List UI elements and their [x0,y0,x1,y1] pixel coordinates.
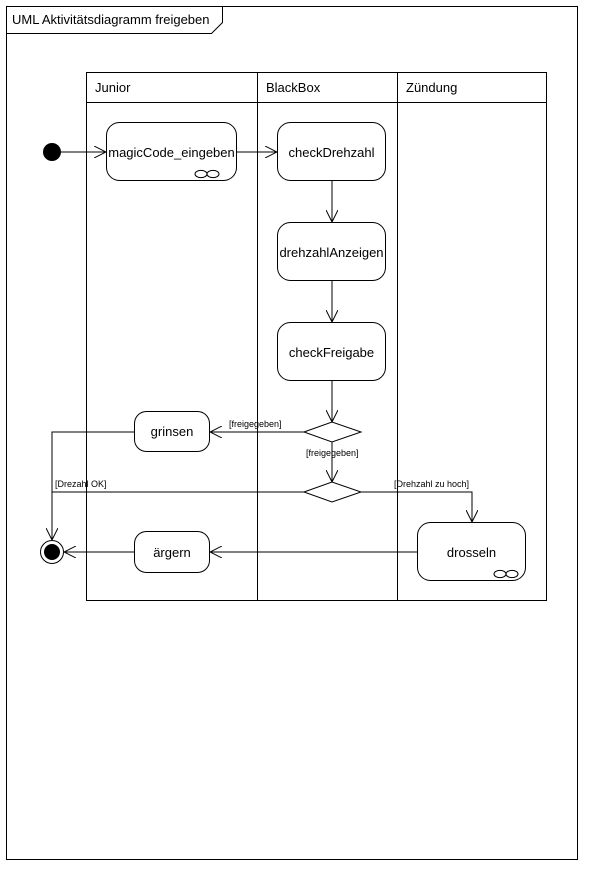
infinity-icon [493,569,519,579]
guard-label: [freigegeben] [306,448,359,458]
action-checkdrehzahl[interactable]: checkDrehzahl [277,122,386,181]
initial-node[interactable] [43,143,61,161]
swimlane-container [86,72,547,601]
action-label: drehzahlAnzeigen [279,245,383,260]
frame-title: UML Aktivitätsdiagramm freigeben [12,12,210,27]
diagram-frame [6,6,578,860]
action-label: checkDrehzahl [289,145,375,160]
action-grinsen[interactable]: grinsen [134,411,210,452]
guard-label: [Drezahl OK] [55,479,107,489]
guard-label: [freigegeben] [229,419,282,429]
lane-label-zuendung: Zündung [406,80,457,95]
action-drehzahlanzeigen[interactable]: drehzahlAnzeigen [277,222,386,281]
final-node[interactable] [40,540,64,564]
action-label: grinsen [151,424,194,439]
action-drosseln[interactable]: drosseln [417,522,526,581]
control-flows [52,152,472,552]
action-label: checkFreigabe [289,345,374,360]
swimlanes: Junior BlackBox Zündung [86,72,547,601]
action-label: drosseln [447,545,496,560]
decision-node-freigabe[interactable] [302,421,363,443]
guard-label: [Drehzahl zu hoch] [394,479,469,489]
action-label: ärgern [153,545,191,560]
infinity-icon [194,169,220,179]
decision-node-drehzahl[interactable] [302,481,363,503]
action-checkfreigabe[interactable]: checkFreigabe [277,322,386,381]
action-aergern[interactable]: ärgern [134,531,210,573]
lane-label-blackbox: BlackBox [266,80,321,95]
frame-title-tab [6,6,223,34]
action-label: magicCode_eingeben [108,145,234,160]
flow-grinsen-to-final [52,431,134,540]
flow-decision-to-drosseln [361,491,472,522]
action-magiccode-eingeben[interactable]: magicCode_eingeben [106,122,237,181]
lane-label-junior: Junior [95,80,131,95]
